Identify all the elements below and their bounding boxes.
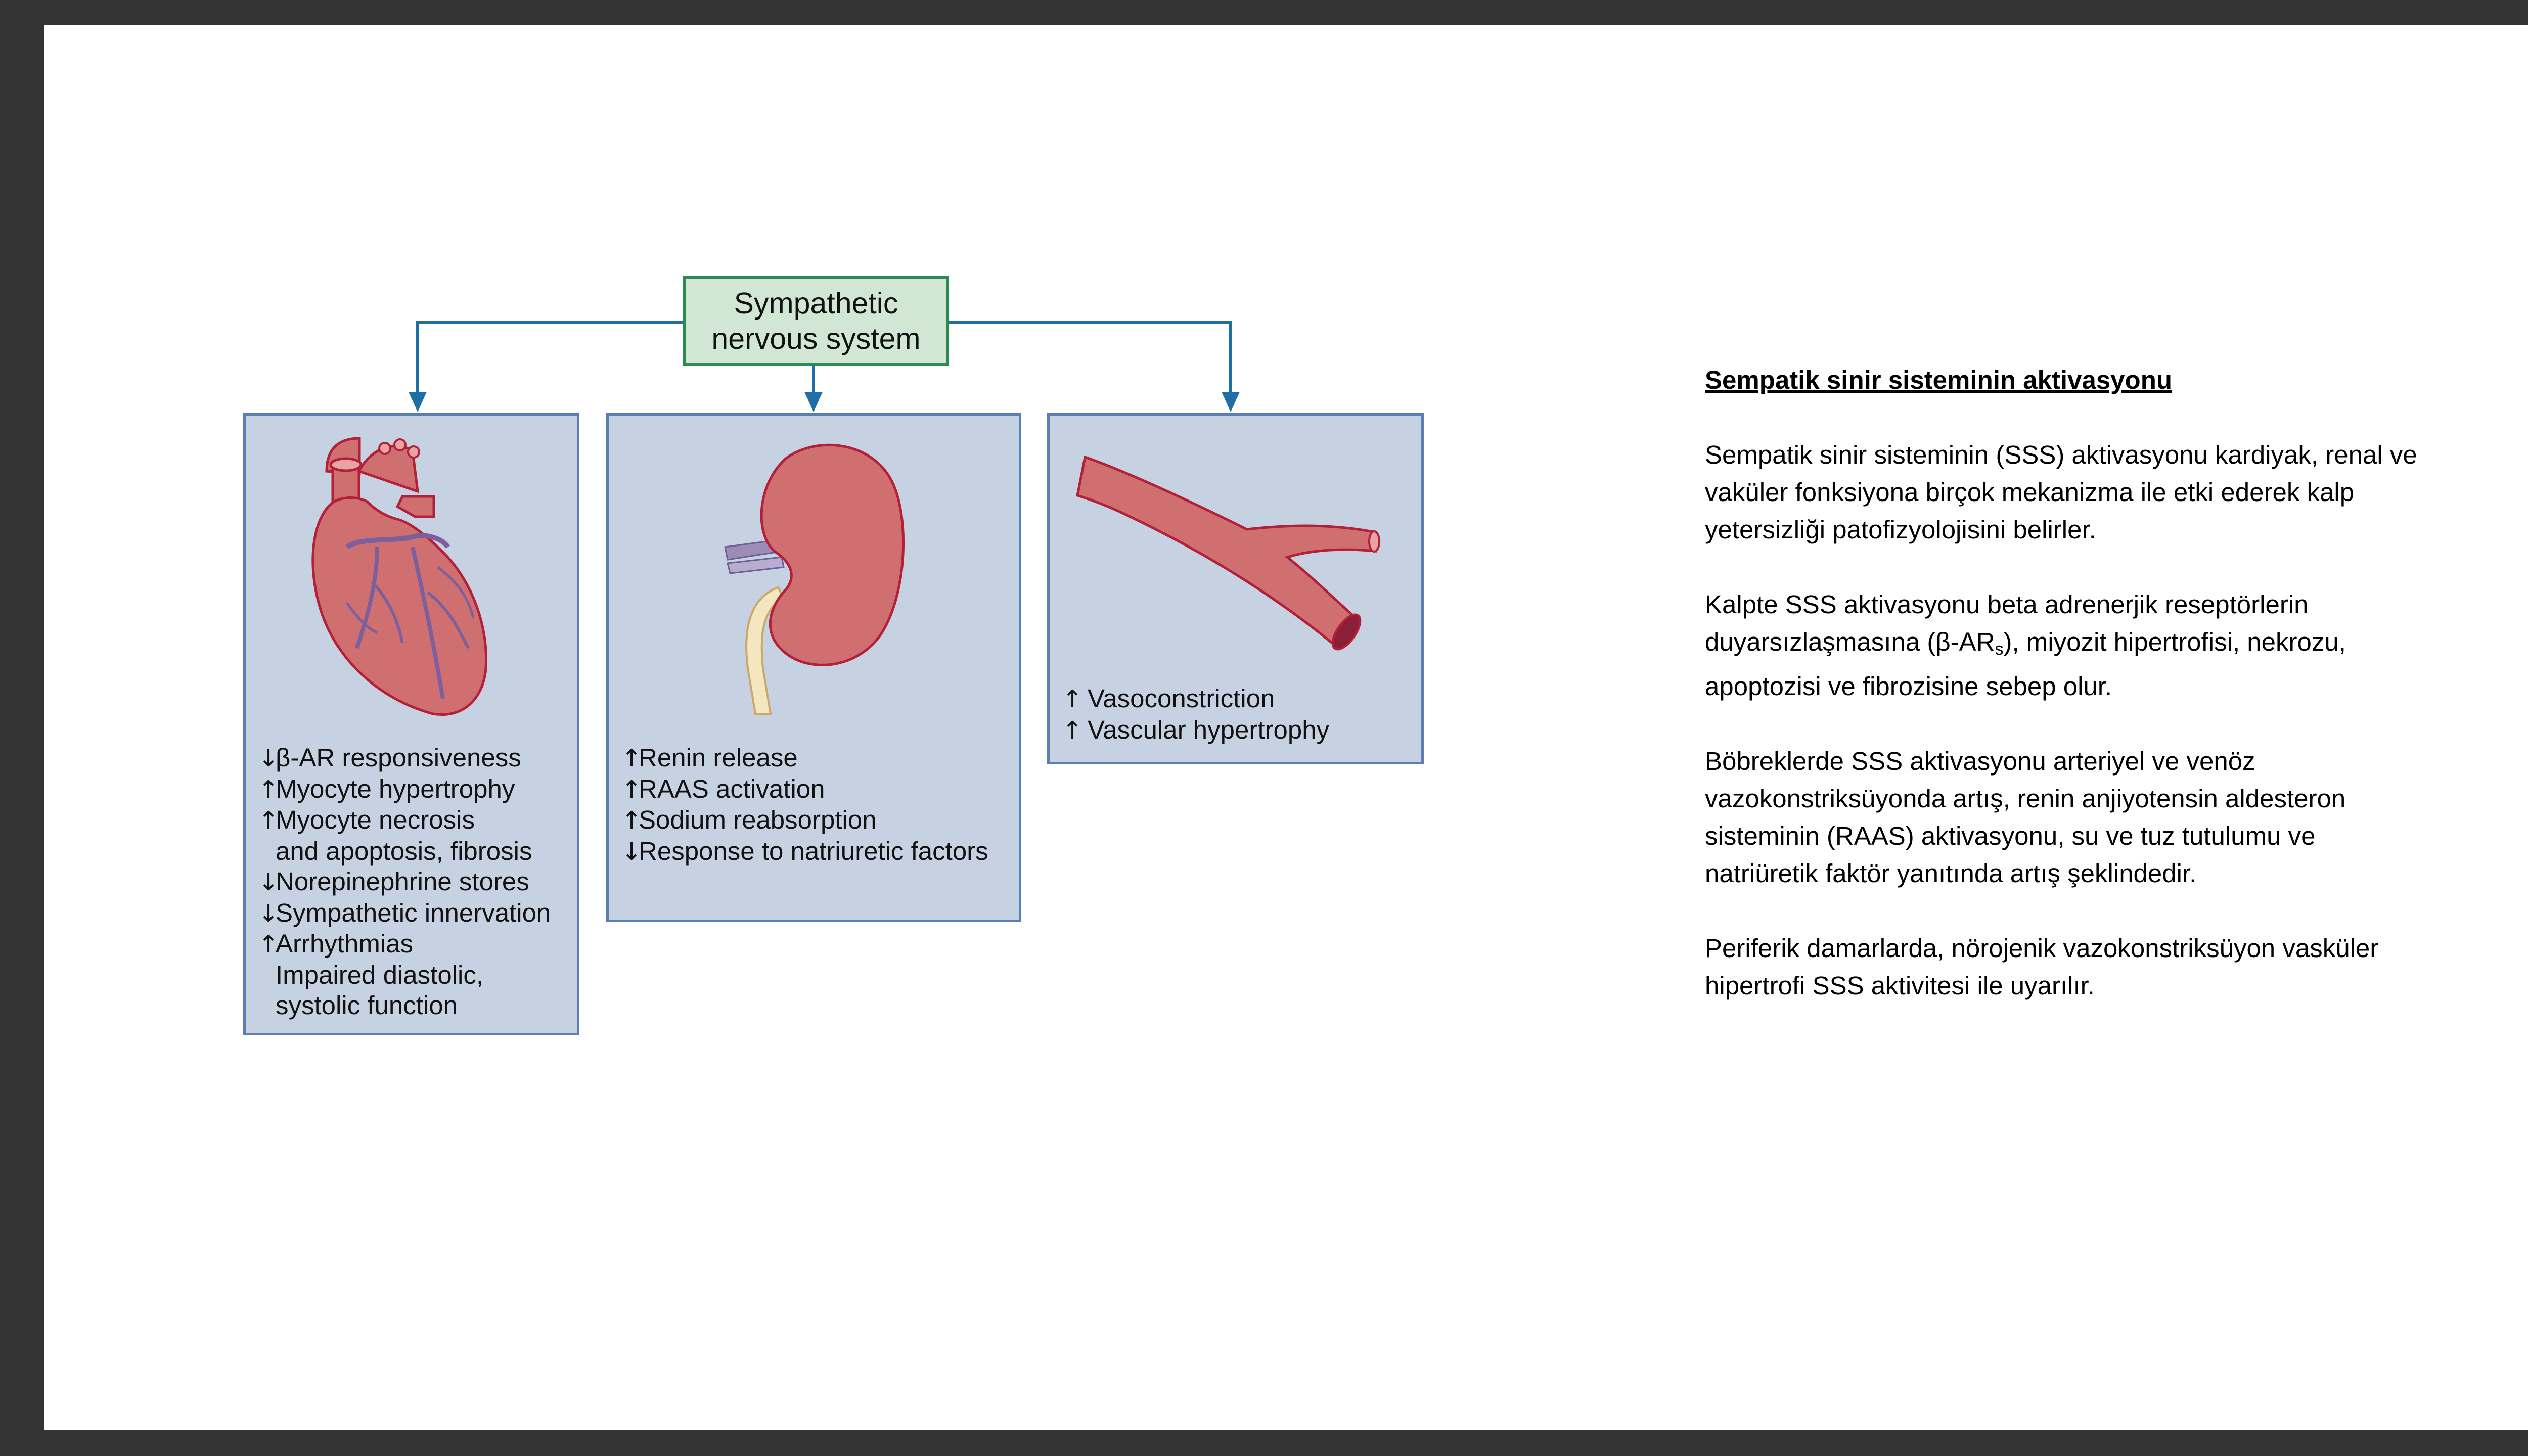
kidney-effects-list: ↑Renin release ↑RAAS activation ↑Sodium … — [621, 743, 988, 867]
effect-text: Response to natriuretic factors — [639, 837, 988, 866]
effect-text: Vascular hypertrophy — [1088, 715, 1329, 744]
kidney-illustration — [609, 416, 1024, 739]
heart-effect-item: ↑Arrhythmias — [258, 929, 551, 960]
notes-paragraph-2: Kalpte SSS aktivasyonu beta adrenerjik r… — [1705, 586, 2423, 705]
effect-text: and apoptosis, fibrosis — [276, 837, 532, 866]
kidney-effect-item: ↓Response to natriuretic factors — [621, 836, 988, 868]
up-arrow-icon: ↑ — [621, 743, 639, 774]
heart-effect-item: and apoptosis, fibrosis — [258, 836, 551, 867]
kidney-body — [761, 445, 903, 665]
notes-p2-subscript: s — [1995, 640, 2004, 659]
down-arrow-icon: ↓ — [621, 837, 639, 868]
up-arrow-icon: ↑ — [621, 775, 639, 805]
arrowhead-middle — [804, 392, 823, 412]
heart-effect-item: ↑Myocyte necrosis — [258, 805, 551, 836]
notes-paragraph-1: Sempatik sinir sisteminin (SSS) aktivasy… — [1705, 436, 2423, 549]
vessel-effect-item: ↑Vascular hypertrophy — [1062, 715, 1329, 746]
notes-text-block: Sempatik sinir sisteminin aktivasyonu Se… — [1705, 361, 2423, 1042]
effect-text: systolic function — [276, 991, 458, 1020]
kidney-panel: ↑Renin release ↑RAAS activation ↑Sodium … — [606, 413, 1021, 922]
heart-illustration — [246, 416, 582, 739]
vessel-effect-item: ↑Vasoconstriction — [1062, 684, 1329, 715]
blood-vessel-body — [1077, 457, 1376, 646]
notes-paragraph-3: Böbreklerde SSS aktivasyonu arteriyel ve… — [1705, 743, 2423, 892]
connector-left — [418, 322, 683, 399]
effect-text: β-AR responsiveness — [276, 743, 521, 772]
blood-vessel-illustration — [1050, 416, 1426, 678]
down-arrow-icon: ↓ — [258, 867, 276, 898]
effect-text: Impaired diastolic, — [276, 961, 483, 989]
effect-text: Vasoconstriction — [1088, 684, 1275, 713]
connector-right — [949, 322, 1231, 399]
vessel-panel: ↑Vasoconstriction ↑Vascular hypertrophy — [1047, 413, 1424, 764]
heart-effect-item: systolic function — [258, 990, 551, 1021]
effect-text: Arrhythmias — [276, 929, 413, 958]
effect-text: Sodium reabsorption — [639, 805, 877, 834]
effect-text: Myocyte hypertrophy — [276, 775, 515, 803]
kidney-effect-item: ↑RAAS activation — [621, 774, 988, 805]
effect-text: Norepinephrine stores — [276, 867, 529, 896]
sympathetic-nervous-system-box: Sympathetic nervous system — [683, 276, 949, 366]
effect-text: Renin release — [639, 743, 798, 772]
vessel-effects-list: ↑Vasoconstriction ↑Vascular hypertrophy — [1062, 684, 1329, 746]
heart-effect-item: ↓β-AR responsiveness — [258, 743, 551, 774]
up-arrow-icon: ↑ — [1062, 715, 1088, 746]
heart-panel: ↓β-AR responsiveness ↑Myocyte hypertroph… — [243, 413, 579, 1035]
up-arrow-icon: ↑ — [1062, 684, 1088, 715]
notes-paragraph-4: Periferik damarlarda, nörojenik vazokons… — [1705, 930, 2423, 1005]
arrowhead-left — [409, 392, 427, 412]
heart-effect-item: Impaired diastolic, — [258, 960, 551, 991]
up-arrow-icon: ↑ — [258, 805, 276, 836]
arrowhead-right — [1222, 392, 1240, 412]
up-arrow-icon: ↑ — [258, 929, 276, 960]
top-box-line1: Sympathetic — [711, 286, 920, 321]
heart-body — [313, 498, 486, 715]
kidney-effect-item: ↑Renin release — [621, 743, 988, 774]
kidney-effect-item: ↑Sodium reabsorption — [621, 805, 988, 836]
effect-text: RAAS activation — [639, 775, 825, 803]
down-arrow-icon: ↓ — [258, 898, 276, 929]
heart-effect-item: ↑Myocyte hypertrophy — [258, 774, 551, 805]
notes-heading: Sempatik sinir sisteminin aktivasyonu — [1705, 361, 2423, 399]
heart-effect-item: ↓Sympathetic innervation — [258, 898, 551, 929]
top-box-line2: nervous system — [711, 321, 920, 356]
heart-effects-list: ↓β-AR responsiveness ↑Myocyte hypertroph… — [258, 743, 551, 1021]
effect-text: Sympathetic innervation — [276, 898, 551, 927]
up-arrow-icon: ↑ — [621, 805, 639, 836]
down-arrow-icon: ↓ — [258, 743, 276, 774]
effect-text: Myocyte necrosis — [276, 805, 475, 834]
up-arrow-icon: ↑ — [258, 775, 276, 805]
heart-effect-item: ↓Norepinephrine stores — [258, 867, 551, 898]
